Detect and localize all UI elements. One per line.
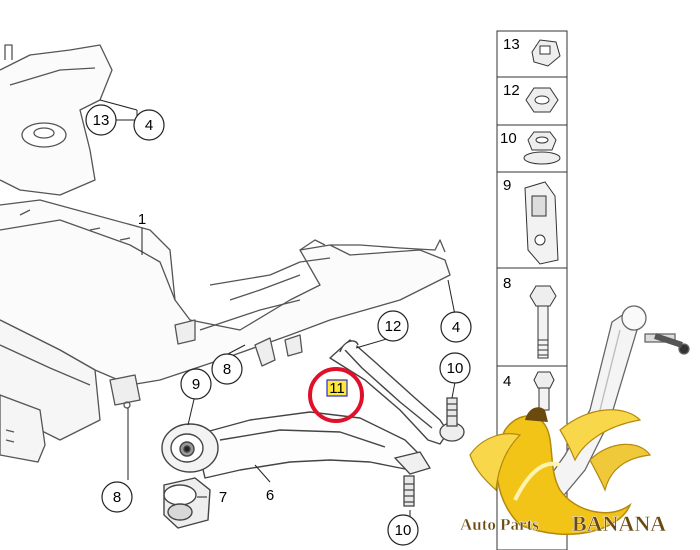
svg-text:13: 13: [93, 112, 110, 129]
side-rail: [0, 394, 46, 463]
svg-text:10: 10: [447, 360, 464, 377]
product-arm-image: [539, 305, 690, 501]
front-axle-carrier: [0, 44, 451, 441]
svg-text:12: 12: [385, 318, 402, 335]
svg-text:8: 8: [113, 489, 121, 506]
clip-nut-icon: [531, 39, 561, 67]
rubber-bushing: [161, 423, 219, 473]
lower-ball-joint: [393, 451, 432, 507]
parts-row-10: 10: [496, 124, 568, 173]
svg-text:10: 10: [500, 130, 517, 147]
short-bolt-icon: [533, 371, 555, 411]
svg-text:13: 13: [503, 36, 520, 53]
svg-text:Auto Parts: Auto Parts: [460, 515, 539, 534]
callout-10-bottom: 10: [387, 514, 419, 546]
parts-row-12: 12: [496, 76, 568, 126]
upper-ball-joint: [439, 397, 465, 442]
parts-row-9: 9: [496, 171, 568, 269]
callout-4-right: 4: [440, 311, 472, 343]
hydro-mount: [163, 477, 211, 529]
callout-8-mid: 8: [211, 353, 243, 385]
callout-10-right: 10: [439, 352, 471, 384]
svg-text:8: 8: [503, 275, 511, 292]
svg-text:6: 6: [266, 487, 274, 504]
svg-text:12: 12: [503, 82, 520, 99]
callout-11-highlighted: 11: [308, 367, 364, 423]
hex-bolt-icon: [529, 285, 557, 359]
banana-logo: [469, 407, 652, 536]
svg-text:8: 8: [223, 361, 231, 378]
brand-watermark: Auto Parts BANANA: [460, 305, 690, 536]
parts-row-13: 13: [496, 30, 568, 78]
collar-nut-icon: [523, 131, 561, 165]
svg-text:9: 9: [503, 177, 511, 194]
callout-9: 9: [180, 368, 212, 400]
svg-text:4: 4: [452, 319, 460, 336]
svg-text:4: 4: [503, 373, 511, 390]
svg-text:10: 10: [395, 522, 412, 539]
svg-text:1: 1: [138, 211, 146, 228]
callout-4-top: 4: [133, 109, 165, 141]
highlight-ring: [308, 367, 364, 423]
svg-text:7: 7: [219, 489, 227, 506]
bracket-plate-icon: [524, 181, 559, 265]
callout-6: 6: [266, 487, 274, 504]
svg-text:BANANA: BANANA: [572, 511, 666, 536]
callout-8-bottom: 8: [101, 481, 133, 513]
svg-text:9: 9: [192, 376, 200, 393]
thrust-arm: [329, 339, 449, 445]
svg-text:11: 11: [329, 380, 345, 397]
callout-7: 7: [219, 489, 227, 506]
control-arm: [194, 411, 421, 479]
svg-text:4: 4: [145, 117, 153, 134]
callout-12: 12: [377, 310, 409, 342]
callout-13: 13: [85, 104, 117, 136]
callout-1: 1: [138, 211, 146, 228]
hex-nut-icon: [525, 87, 559, 113]
parts-row-8: 8: [496, 267, 568, 367]
